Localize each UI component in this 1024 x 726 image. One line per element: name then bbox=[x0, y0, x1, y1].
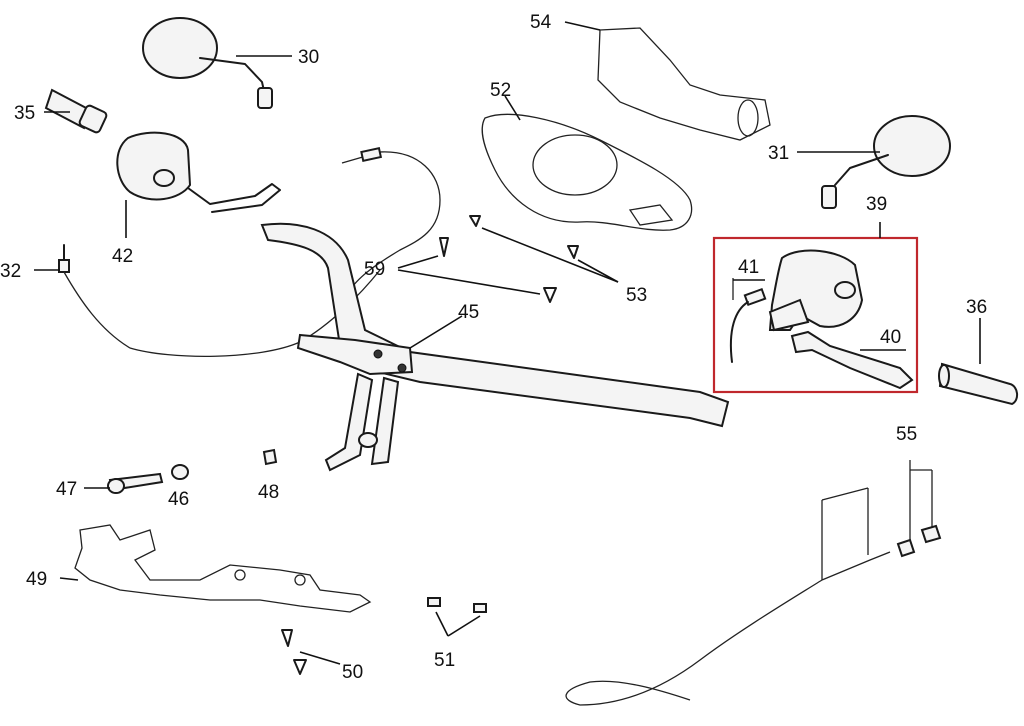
grip-right bbox=[938, 362, 1018, 406]
callout-35: 35 bbox=[14, 103, 35, 124]
handlebar bbox=[260, 222, 730, 472]
callout-49: 49 bbox=[26, 569, 47, 590]
switch-housing-right bbox=[768, 249, 864, 332]
bolt-47 bbox=[107, 472, 164, 494]
callout-36: 36 bbox=[966, 297, 987, 318]
callout-47: 47 bbox=[56, 479, 77, 500]
callout-52: 52 bbox=[490, 80, 511, 101]
callout-41: 41 bbox=[738, 257, 759, 278]
switch-41 bbox=[729, 278, 767, 363]
callout-50: 50 bbox=[342, 662, 363, 683]
screws-50 bbox=[281, 629, 341, 675]
mirror-left bbox=[142, 17, 273, 109]
callout-55: 55 bbox=[896, 424, 917, 445]
callout-32: 32 bbox=[0, 261, 21, 282]
highlight-box-39 bbox=[712, 236, 919, 394]
bracket-49 bbox=[74, 524, 372, 613]
switch-housing-left bbox=[116, 131, 281, 213]
mirror-right bbox=[821, 115, 951, 209]
leader-45 bbox=[409, 315, 463, 349]
cover-52 bbox=[481, 113, 693, 231]
lever-40 bbox=[790, 330, 914, 390]
callout-54: 54 bbox=[530, 12, 552, 33]
callout-30: 30 bbox=[298, 47, 319, 68]
callout-48: 48 bbox=[258, 482, 279, 503]
cover-54 bbox=[597, 27, 771, 141]
leader-49 bbox=[59, 577, 79, 581]
clip-48 bbox=[262, 448, 278, 466]
clips-51 bbox=[427, 597, 487, 637]
callout-46: 46 bbox=[168, 489, 189, 510]
grip-left bbox=[44, 88, 108, 134]
callout-45: 45 bbox=[458, 302, 479, 323]
callout-40: 40 bbox=[880, 327, 901, 348]
nut-46 bbox=[171, 464, 189, 480]
cable-55 bbox=[565, 460, 942, 706]
callout-59: 59 bbox=[364, 259, 385, 280]
screws-59-53 bbox=[397, 215, 619, 303]
callout-42: 42 bbox=[112, 246, 133, 267]
callout-51: 51 bbox=[434, 650, 455, 671]
throttle-cable bbox=[341, 147, 441, 291]
leader-54 bbox=[564, 21, 601, 31]
callout-39: 39 bbox=[866, 194, 887, 215]
leader-52 bbox=[504, 95, 521, 121]
callout-53: 53 bbox=[626, 285, 647, 306]
callout-31: 31 bbox=[768, 143, 789, 164]
